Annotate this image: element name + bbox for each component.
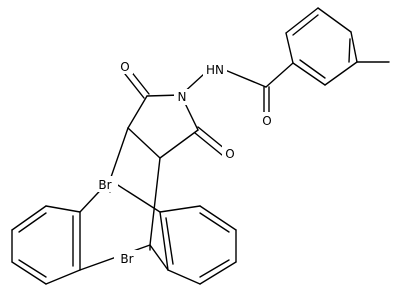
bond-camide-ring xyxy=(265,62,294,88)
oxygen-right-label: O xyxy=(225,147,234,161)
atom-label-layer: O O O N HN Br Br xyxy=(94,58,275,266)
bond-co-top-2 xyxy=(124,73,145,99)
bond-c1-bridgehead xyxy=(127,95,148,129)
bond-ring-inner-2 xyxy=(348,38,351,63)
bond-rring-6 xyxy=(159,211,169,271)
bond-layer xyxy=(11,7,390,285)
label-bg-n xyxy=(174,89,190,105)
bond-lring-5 xyxy=(45,269,81,285)
oxygen-top-label: O xyxy=(120,60,129,74)
bond-co-right-1 xyxy=(197,126,226,150)
bond-cbr-top-right-ring xyxy=(109,179,161,213)
bond-rring-4 xyxy=(199,261,237,285)
bond-c-cbr-top xyxy=(109,127,129,181)
bond-ring-b6 xyxy=(292,62,326,86)
bond-rring-inner-3 xyxy=(165,217,174,265)
bond-lring-inner-2 xyxy=(18,259,47,278)
bromine-top-label: Br xyxy=(98,178,111,192)
label-bg-br-top xyxy=(94,176,118,192)
bond-rring-2 xyxy=(199,205,237,231)
bromine-bottom-label: Br xyxy=(120,252,133,266)
bond-nh-camide xyxy=(224,69,267,88)
label-bg-o-amide xyxy=(259,112,275,128)
bond-rring-inner-1 xyxy=(199,212,230,233)
bond-lring-1 xyxy=(45,205,81,213)
bond-c-cbr-bottom xyxy=(149,157,161,246)
oxygen-amide-label: O xyxy=(262,114,271,128)
bond-lring-inner-1 xyxy=(18,212,47,233)
bond-co-right-2 xyxy=(194,132,223,156)
label-bg-o-right xyxy=(222,145,238,161)
bond-ring-b3 xyxy=(317,7,352,33)
bond-lring-2 xyxy=(11,205,47,231)
bond-rring-5 xyxy=(167,269,201,285)
bond-cbr-bottom-right-ring xyxy=(149,244,169,271)
bond-co-top-1 xyxy=(129,69,150,95)
bond-rring-inner-2 xyxy=(199,259,230,278)
amide-nh-label: HN xyxy=(206,63,224,77)
bond-rring-1 xyxy=(159,205,201,213)
bond-bridge xyxy=(127,127,161,159)
bond-lring-4 xyxy=(11,261,47,285)
label-bg-nh xyxy=(203,61,227,77)
bond-ring-b2 xyxy=(285,7,319,34)
nitrogen-imide-label: N xyxy=(178,90,187,104)
bond-ring-b1 xyxy=(285,32,294,64)
label-bg-br-bottom xyxy=(114,250,138,266)
label-bg-o-top xyxy=(117,58,133,74)
bond-ring-inner-1 xyxy=(292,14,319,36)
bond-ring-b5 xyxy=(324,61,358,86)
bond-c2-bridgehead xyxy=(159,129,199,159)
bond-ring-b4 xyxy=(350,31,358,63)
bond-ring-inner-3 xyxy=(299,59,326,79)
